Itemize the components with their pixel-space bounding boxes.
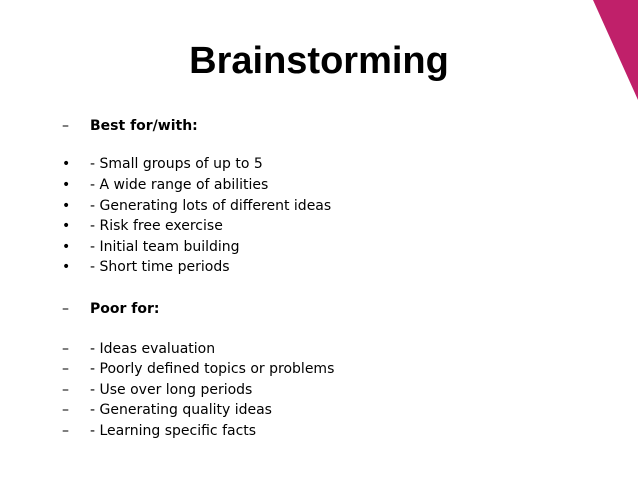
list-item-text: - Short time periods [90, 259, 230, 275]
list-item-text: - Use over long periods [90, 382, 253, 398]
list-item: • - A wide range of abilities [62, 175, 268, 195]
list-item: • - Risk free exercise [62, 216, 223, 236]
dash-marker: – [62, 361, 69, 377]
dash-marker: – [62, 382, 69, 398]
dash-marker: – [62, 402, 69, 418]
list-item: – - Learning specific facts [62, 421, 256, 441]
dash-marker: – [62, 301, 69, 317]
list-item-text: - Initial team building [90, 239, 240, 255]
list-item: – - Ideas evaluation [62, 339, 215, 359]
dash-marker: – [62, 423, 69, 439]
poor-for-heading: Poor for: [90, 301, 160, 317]
list-item-text: - Generating quality ideas [90, 402, 272, 418]
list-item: – - Generating quality ideas [62, 400, 272, 420]
list-item: • - Small groups of up to 5 [62, 154, 263, 174]
list-item: – - Poorly defined topics or problems [62, 359, 334, 379]
list-item-text: - A wide range of abilities [90, 177, 269, 193]
poor-for-heading-row: – Poor for: [62, 299, 160, 319]
dash-marker: – [62, 118, 69, 134]
best-for-heading-row: – Best for/with: [62, 116, 198, 136]
bullet-marker: • [62, 218, 71, 234]
list-item-text: - Risk free exercise [90, 218, 223, 234]
bullet-marker: • [62, 198, 71, 214]
slide-title: Brainstorming [189, 40, 449, 82]
list-item-text: - Ideas evaluation [90, 341, 216, 357]
list-item: • - Generating lots of different ideas [62, 196, 331, 216]
bullet-marker: • [62, 259, 71, 275]
list-item-text: - Generating lots of different ideas [90, 198, 332, 214]
best-for-heading: Best for/with: [90, 118, 198, 134]
bullet-marker: • [62, 239, 71, 255]
list-item-text: - Learning specific facts [90, 423, 257, 439]
list-item: • - Initial team building [62, 237, 240, 257]
dash-marker: – [62, 341, 69, 357]
bullet-marker: • [62, 156, 71, 172]
list-item-text: - Small groups of up to 5 [90, 156, 263, 172]
list-item: – - Use over long periods [62, 380, 252, 400]
corner-accent-triangle [593, 0, 638, 100]
list-item: • - Short time periods [62, 257, 230, 277]
bullet-marker: • [62, 177, 71, 193]
list-item-text: - Poorly defined topics or problems [90, 361, 335, 377]
